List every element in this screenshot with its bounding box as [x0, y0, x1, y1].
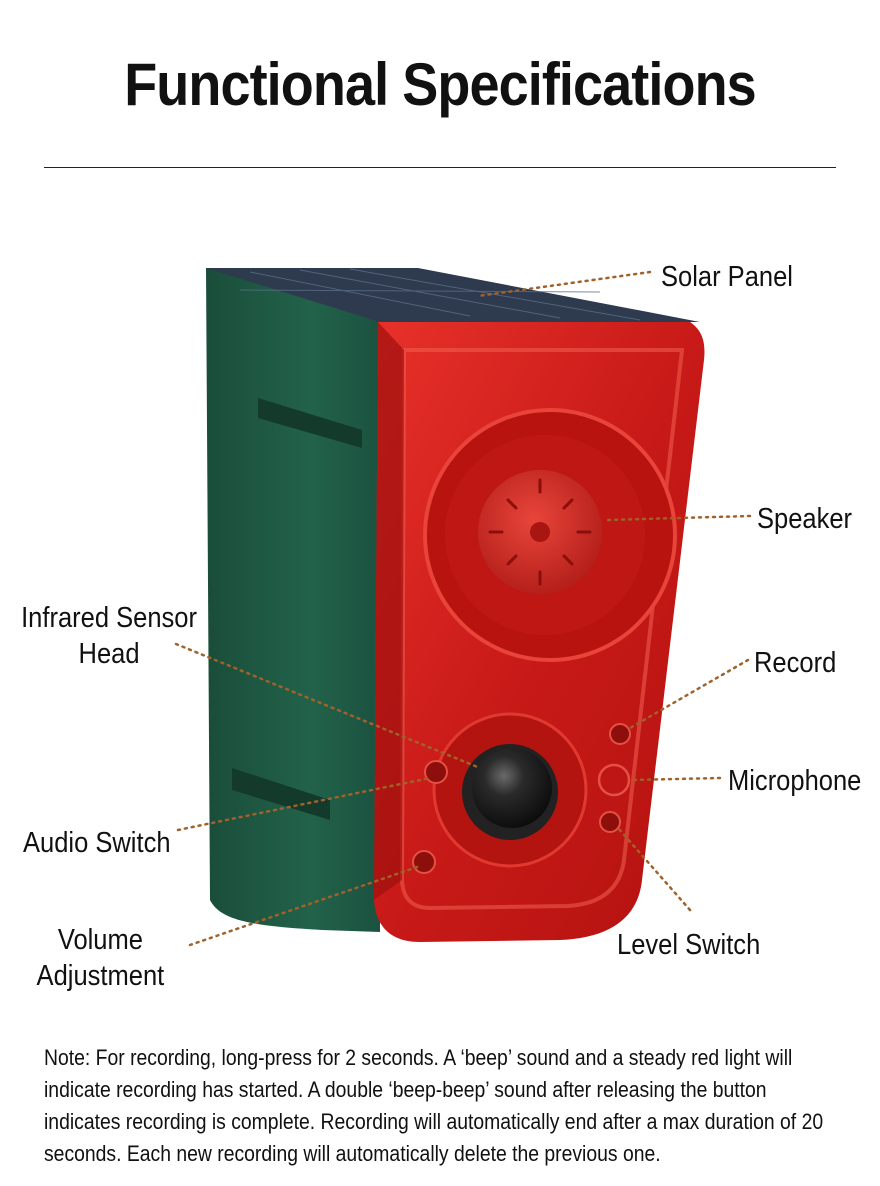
microphone-ring: [597, 763, 631, 797]
label-infrared-sensor-head: Infrared Sensor Head: [14, 600, 204, 672]
leader-solar-panel: [476, 270, 652, 298]
page-title: Functional Specifications: [124, 51, 757, 118]
label-solar-panel: Solar Panel: [661, 261, 793, 293]
speaker-cap-center: [530, 522, 550, 542]
title-divider: [44, 167, 836, 168]
case-inner-frame: [399, 348, 685, 911]
label-volume-line1: Volume: [57, 924, 143, 956]
label-infrared-line2: Head: [78, 638, 140, 670]
leader-infrared: [174, 642, 482, 770]
leader-speaker: [606, 514, 752, 522]
leader-audio-switch: [176, 776, 432, 832]
label-audio-switch: Audio Switch: [23, 827, 171, 859]
label-record: Record: [754, 647, 837, 679]
device-side-panel: [206, 268, 380, 932]
leader-record: [628, 658, 750, 730]
pir-sensor-ball: [472, 748, 552, 828]
side-slot-top: [258, 398, 362, 448]
speaker-cap-marks: [488, 478, 592, 586]
label-volume-adjustment: Volume Adjustment: [30, 922, 171, 994]
label-level-switch: Level Switch: [617, 929, 761, 961]
leader-microphone: [630, 776, 722, 782]
side-slot-bottom: [232, 768, 330, 820]
front-screw-holes: [412, 723, 631, 874]
label-microphone: Microphone: [728, 765, 862, 797]
case-edge: [374, 322, 404, 900]
label-volume-line2: Adjustment: [36, 960, 165, 992]
label-speaker: Speaker: [757, 503, 853, 535]
leader-level-switch: [616, 826, 692, 912]
recording-note: Note: For recording, long-press for 2 se…: [44, 1045, 824, 1166]
label-infrared-line1: Infrared Sensor: [21, 602, 197, 634]
leader-volume: [188, 864, 422, 947]
leader-lines: [174, 270, 752, 947]
